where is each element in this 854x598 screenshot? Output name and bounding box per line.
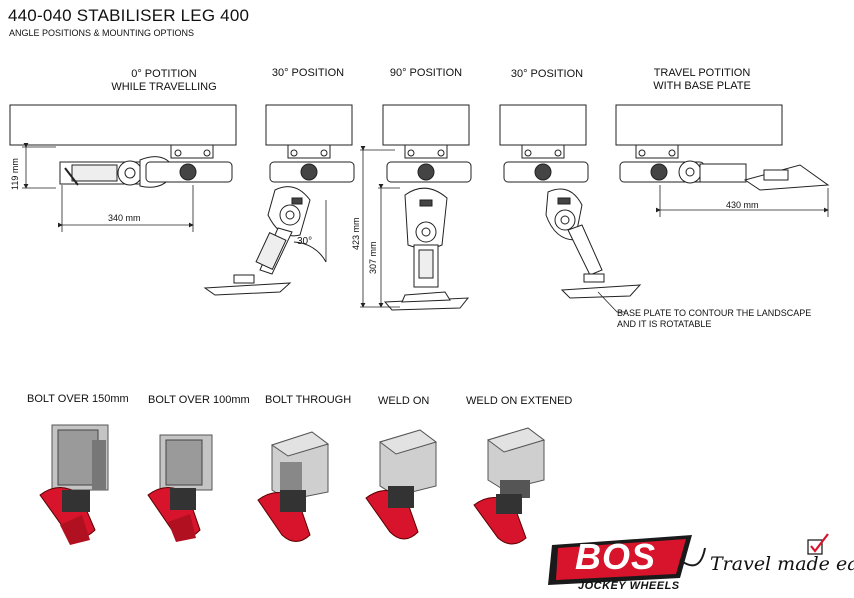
position-label-line: 90° POSITION [389, 67, 463, 79]
base-plate-note: BASE PLATE TO CONTOUR THE LANDSCAPE AND … [617, 308, 811, 330]
mount-render-bolt-over-150 [39, 424, 109, 545]
view-90deg [382, 104, 472, 311]
bos-logo [548, 535, 706, 585]
position-label-line: 0° POTITION [131, 68, 197, 80]
position-label-30-left: 30° POSITION [258, 67, 358, 80]
view-travel-baseplate [615, 104, 830, 191]
note-line: BASE PLATE TO CONTOUR THE LANDSCAPE [617, 308, 812, 318]
mount-label-bolt-over-150: BOLT OVER 150mm [27, 393, 129, 405]
mount-label-weld-on: WELD ON [378, 395, 430, 407]
position-label-line: TRAVEL POTITION [653, 67, 751, 79]
position-label-0-travelling: 0° POTITION WHILE TRAVELLING [104, 68, 224, 94]
note-line: AND IT IS ROTATABLE [617, 319, 712, 329]
mount-render-weld-on-extended [473, 427, 546, 545]
position-label-90: 90° POSITION [376, 67, 476, 80]
dim-label-340: 340 mm [108, 213, 141, 223]
view-30deg-right [499, 104, 642, 299]
mount-render-weld-on [365, 429, 438, 540]
bos-logo-subtext: JOCKEY WHEELS [578, 580, 680, 592]
mount-render-bolt-over-100 [147, 434, 213, 542]
page-title: 440-040 STABILISER LEG 400 [8, 6, 250, 25]
position-label-travel-baseplate: TRAVEL POTITION WITH BASE PLATE [642, 67, 762, 93]
position-label-line: WHILE TRAVELLING [111, 81, 217, 93]
dim-label-119: 119 mm [10, 158, 20, 190]
page-subtitle: ANGLE POSITIONS & MOUNTING OPTIONS [9, 28, 195, 38]
position-label-line: 30° POSITION [510, 68, 584, 80]
bos-logo-text: BOS [575, 536, 657, 577]
view-30deg-left [203, 104, 355, 296]
mount-render-bolt-through [257, 431, 330, 542]
view-travelling-0deg [9, 104, 237, 188]
dim-label-307: 307 mm [368, 241, 378, 274]
mount-label-bolt-through: BOLT THROUGH [265, 394, 352, 406]
dim-label-30deg: 30° [297, 236, 313, 247]
dimension-lines [22, 143, 829, 313]
mount-label-bolt-over-100: BOLT OVER 100mm [148, 394, 250, 406]
mounting-renders [39, 424, 546, 545]
dim-label-423: 423 mm [351, 217, 361, 250]
position-label-30-right: 30° POSITION [497, 68, 597, 81]
position-label-line: 30° POSITION [271, 67, 345, 79]
dim-label-430: 430 mm [726, 200, 759, 210]
mount-label-weld-on-extended: WELD ON EXTENED [466, 395, 573, 407]
position-label-line: WITH BASE PLATE [653, 80, 751, 92]
tagline: Travel made easy [710, 553, 854, 575]
checkmark-box-icon [807, 533, 829, 555]
